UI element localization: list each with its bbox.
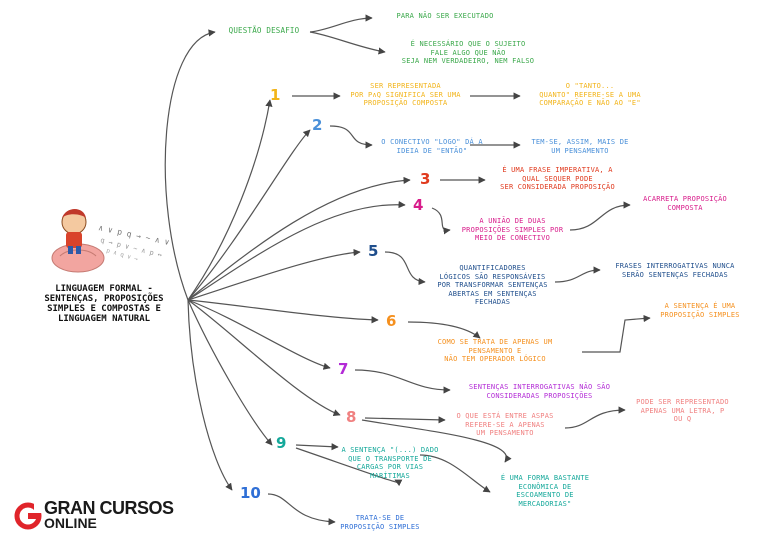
connector-8-text: [364, 416, 446, 424]
branch-4-text: A UNIÃO DE DUAS PROPOSIÇÕES SIMPLES POR …: [461, 217, 564, 242]
branch-9-note: É UMA FORMA BASTANTE ECONÔMICA DE ESCOAM…: [500, 474, 590, 508]
connector-2-text: [329, 125, 373, 149]
connector-6-note: [582, 314, 651, 353]
connector-6-text: [407, 321, 481, 339]
branch-number-9: 9: [276, 434, 287, 452]
connector-9-note: [419, 454, 491, 493]
connector-5: [187, 248, 361, 301]
branch-number-8: 8: [346, 408, 357, 426]
branch-10-text: TRATA-SE DE PROPOSIÇÃO SIMPLES: [340, 514, 420, 531]
branch-number-6: 6: [386, 312, 397, 330]
connector-6: [187, 299, 379, 324]
connector-4-text: [431, 207, 451, 235]
branch-9-text: A SENTENÇA "(...) DADO QUE O TRANSPORTE …: [341, 446, 439, 480]
branch-number-3: 3: [420, 170, 431, 188]
branch-6-text: COMO SE TRATA DE APENAS UM PENSAMENTO E …: [437, 338, 553, 363]
logo-text-line2: ONLINE: [44, 515, 97, 531]
branch-number-7: 7: [338, 360, 349, 378]
connector-4-note: [569, 201, 631, 231]
connector-9: [187, 299, 273, 446]
branch-2-text: O CONECTIVO "LOGO" DÁ A IDEIA DE "ENTÃO": [381, 138, 483, 155]
branch-number-10: 10: [240, 484, 261, 502]
logo-text-line1: GRAN CURSOS: [44, 498, 174, 518]
connector-5-text: [384, 251, 426, 286]
connector-3: [187, 176, 411, 301]
connector-9-loop: [295, 447, 403, 487]
connector-desafio-note1: [309, 14, 373, 33]
connector-10-text: [267, 493, 336, 526]
branch-number-5: 5: [368, 242, 379, 260]
central-topic: LINGUAGEM FORMAL - SENTENÇAS, PROPOSIÇÕE…: [44, 284, 164, 324]
branch-3-text: É UMA FRASE IMPERATIVA, A QUAL SEQUER PO…: [500, 166, 615, 191]
branch-6-note: A SENTENÇA É UMA PROPOSIÇÃO SIMPLES: [660, 302, 740, 319]
connector-desafio: [164, 29, 216, 301]
connector-5-note: [554, 266, 601, 283]
character-illustration: ∧ ∨ p q → ~ ∧ ∨ q → p ∨ ~ ∧ p ↔ p ∧ q ∨ …: [51, 209, 170, 273]
branch-7-text: SENTENÇAS INTERROGATIVAS NÃO SÃO CONSIDE…: [468, 383, 611, 400]
connector-1: [187, 99, 273, 301]
connector-8-note: [564, 406, 626, 429]
branch-5-note: FRASES INTERROGATIVAS NUNCA SERÃO SENTEN…: [615, 262, 735, 279]
branch-5-text: QUANTIFICADORES LÓGICOS SÃO RESPONSÁVEIS…: [437, 264, 548, 306]
branch-2-note: TEM-SE, ASSIM, MAIS DE UM PENSAMENTO: [531, 138, 629, 155]
connector-desafio-note2: [309, 31, 386, 55]
connector-7: [187, 299, 331, 370]
branch-number-4: 4: [413, 196, 424, 214]
desafio-note-1: PARA NÃO SER EXECUTADO: [396, 12, 494, 20]
desafio-title: QUESTÃO DESAFIO: [228, 26, 300, 35]
branch-number-1: 1: [270, 86, 281, 104]
branch-8-text: O QUE ESTÁ ENTRE ASPAS REFERE-SE A APENA…: [456, 412, 554, 437]
branch-4-note: ACARRETA PROPOSIÇÃO COMPOSTA: [643, 195, 727, 212]
connector-8-down: [361, 419, 512, 463]
gran-cursos-logo: GRAN CURSOS ONLINE: [14, 498, 184, 534]
connector-8: [187, 299, 341, 417]
connector-9-text: [295, 443, 339, 451]
logo-g-icon: [14, 502, 42, 530]
branch-1-note: O "TANTO... QUANTO" REFERE-SE A UMA COMP…: [539, 82, 641, 107]
connector-7-text: [354, 369, 451, 394]
desafio-note-2: É NECESSÁRIO QUE O SUJEITO FALE ALGO QUE…: [401, 40, 535, 65]
branch-8-note: PODE SER REPRESENTADO APENAS UMA LETRA, …: [636, 398, 729, 423]
branch-1-text: SER REPRESENTADA POR P∧Q SIGNIFICA SER U…: [350, 82, 461, 107]
branch-number-2: 2: [312, 116, 323, 134]
connector-10: [187, 299, 233, 491]
connector-4: [187, 200, 406, 301]
connector-2: [187, 129, 311, 301]
